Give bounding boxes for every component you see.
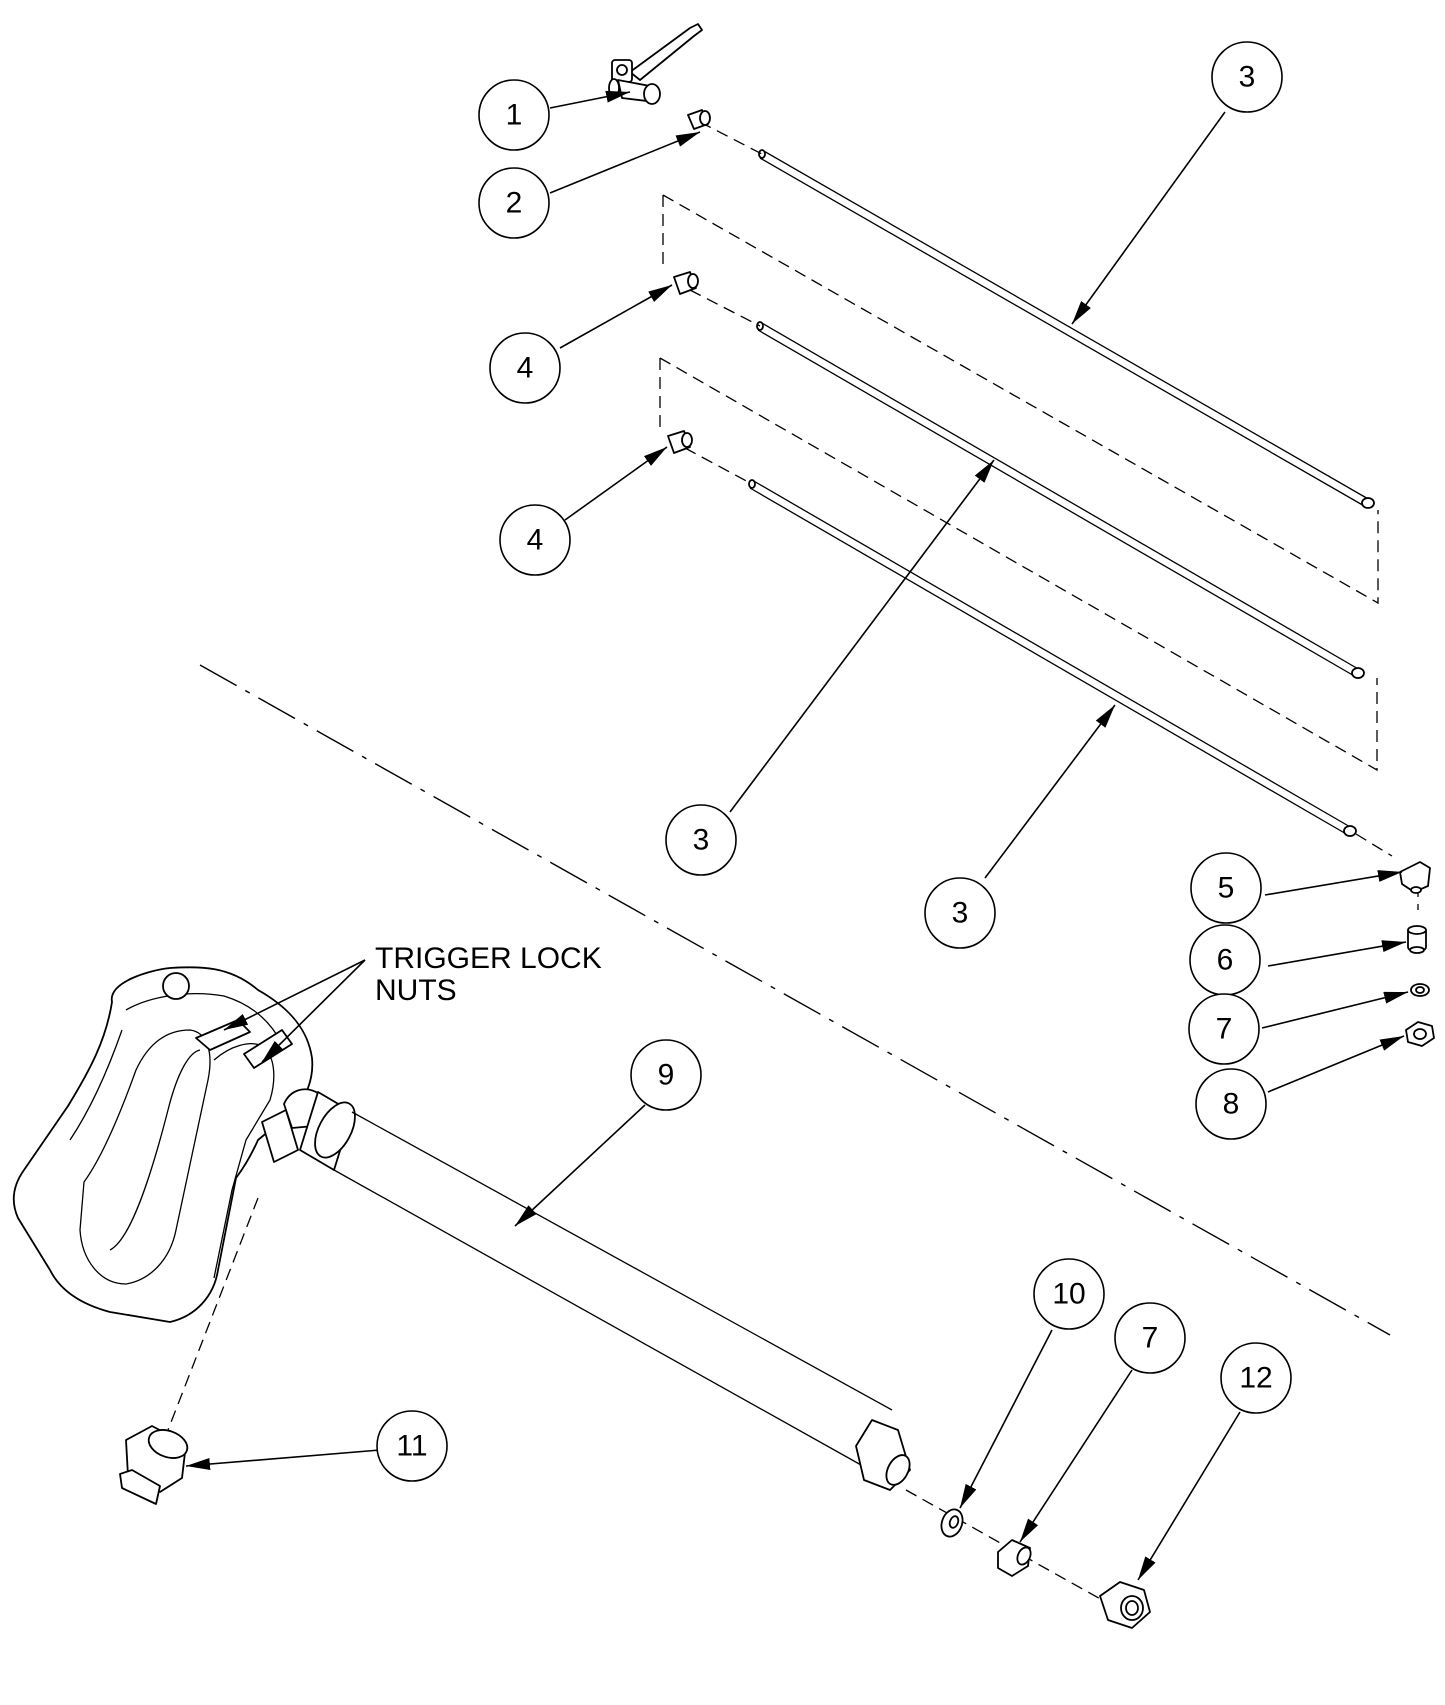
callout-balloon-3-upper: 3 (1211, 41, 1283, 113)
callout-label: 11 (396, 1430, 427, 1463)
callout-balloon-3-lower: 3 (924, 877, 996, 949)
wand-upper (758, 149, 1375, 509)
leader-4a (559, 284, 673, 349)
callout-label: 3 (952, 897, 969, 930)
callout-balloon-12: 12 (1220, 1342, 1292, 1414)
washer-10 (940, 1508, 964, 1538)
leader-3c (984, 704, 1116, 879)
callout-balloon-4-upper: 4 (489, 332, 561, 404)
callout-balloon-1: 1 (478, 79, 550, 151)
leader-note-b (261, 959, 366, 1063)
callout-balloon-6: 6 (1189, 924, 1261, 996)
leader-11 (185, 1449, 381, 1471)
callout-balloon-3-middle: 3 (665, 804, 737, 876)
callout-label: 10 (1052, 1278, 1085, 1311)
leader-5 (1264, 870, 1403, 896)
leader-6 (1267, 940, 1407, 967)
trigger-lock-note-line1: TRIGGER LOCK (375, 942, 602, 975)
inlet-fitting-11 (119, 1425, 189, 1505)
assembly-line-mid (689, 289, 761, 327)
leader-12 (1137, 1411, 1241, 1581)
leader-3b (729, 459, 995, 813)
assembly-line-box-1 (662, 194, 1379, 605)
callout-label: 7 (1216, 1013, 1233, 1046)
wand-middle (756, 321, 1365, 679)
assembly-line-nozzle (905, 1489, 1121, 1611)
leader-8 (1267, 1035, 1405, 1093)
ball-valve (608, 23, 703, 105)
assembly-line-end (1355, 833, 1393, 857)
assembly-line-upper (699, 121, 763, 155)
wand-lower (748, 479, 1357, 837)
adapter-fitting-6 (1407, 925, 1427, 954)
nipple-fitting-2 (687, 109, 711, 130)
washer-7-upper (1410, 983, 1430, 997)
callout-label: 3 (1239, 61, 1256, 94)
assembly-line-low (684, 447, 753, 485)
callout-label: 7 (1142, 1322, 1159, 1355)
section-divider-line (199, 664, 1391, 1336)
leader-10 (959, 1329, 1053, 1509)
spray-gun-body (12, 966, 314, 1323)
callout-label: 6 (1217, 944, 1234, 977)
callout-label: 4 (527, 524, 544, 557)
callout-label: 8 (1223, 1088, 1240, 1121)
nozzle-7-lower (997, 1539, 1032, 1577)
leader-9 (514, 1104, 646, 1227)
callout-balloon-7-lower: 7 (1114, 1302, 1186, 1374)
leader-2 (549, 131, 701, 194)
leader-1 (549, 90, 631, 109)
elbow-fitting-5 (1399, 861, 1431, 894)
gun-extension-tube (283, 1088, 911, 1491)
callout-balloon-4-lower: 4 (499, 504, 571, 576)
coupler-4-upper (673, 271, 699, 295)
callout-balloon-8: 8 (1195, 1068, 1267, 1140)
callout-label: 5 (1218, 872, 1235, 905)
leader-7b (1019, 1369, 1133, 1543)
callout-balloon-5: 5 (1190, 852, 1262, 924)
cap-nut-12 (1099, 1581, 1151, 1629)
callout-label: 12 (1239, 1362, 1272, 1395)
leader-3a (1071, 111, 1226, 325)
leader-note-a (223, 959, 366, 1031)
callout-label: 3 (693, 824, 710, 857)
assembly-line-box-2 (659, 357, 1378, 772)
callout-balloon-11: 11 (376, 1410, 448, 1482)
callout-label: 2 (506, 187, 523, 220)
callout-balloon-9: 9 (630, 1039, 702, 1111)
coupler-4-lower (667, 430, 693, 454)
callout-label: 4 (517, 352, 534, 385)
assembly-line-gun-inlet (167, 1197, 259, 1431)
callout-balloon-10: 10 (1033, 1258, 1105, 1330)
cap-nut-8 (1405, 1021, 1435, 1047)
callout-balloon-2: 2 (478, 167, 550, 239)
leader-7a (1261, 991, 1409, 1029)
leader-4b (564, 446, 668, 521)
callout-balloon-7-upper: 7 (1188, 993, 1260, 1065)
callout-label: 9 (658, 1059, 675, 1092)
callout-label: 1 (506, 99, 523, 132)
trigger-lock-note-line2: NUTS (375, 974, 457, 1007)
